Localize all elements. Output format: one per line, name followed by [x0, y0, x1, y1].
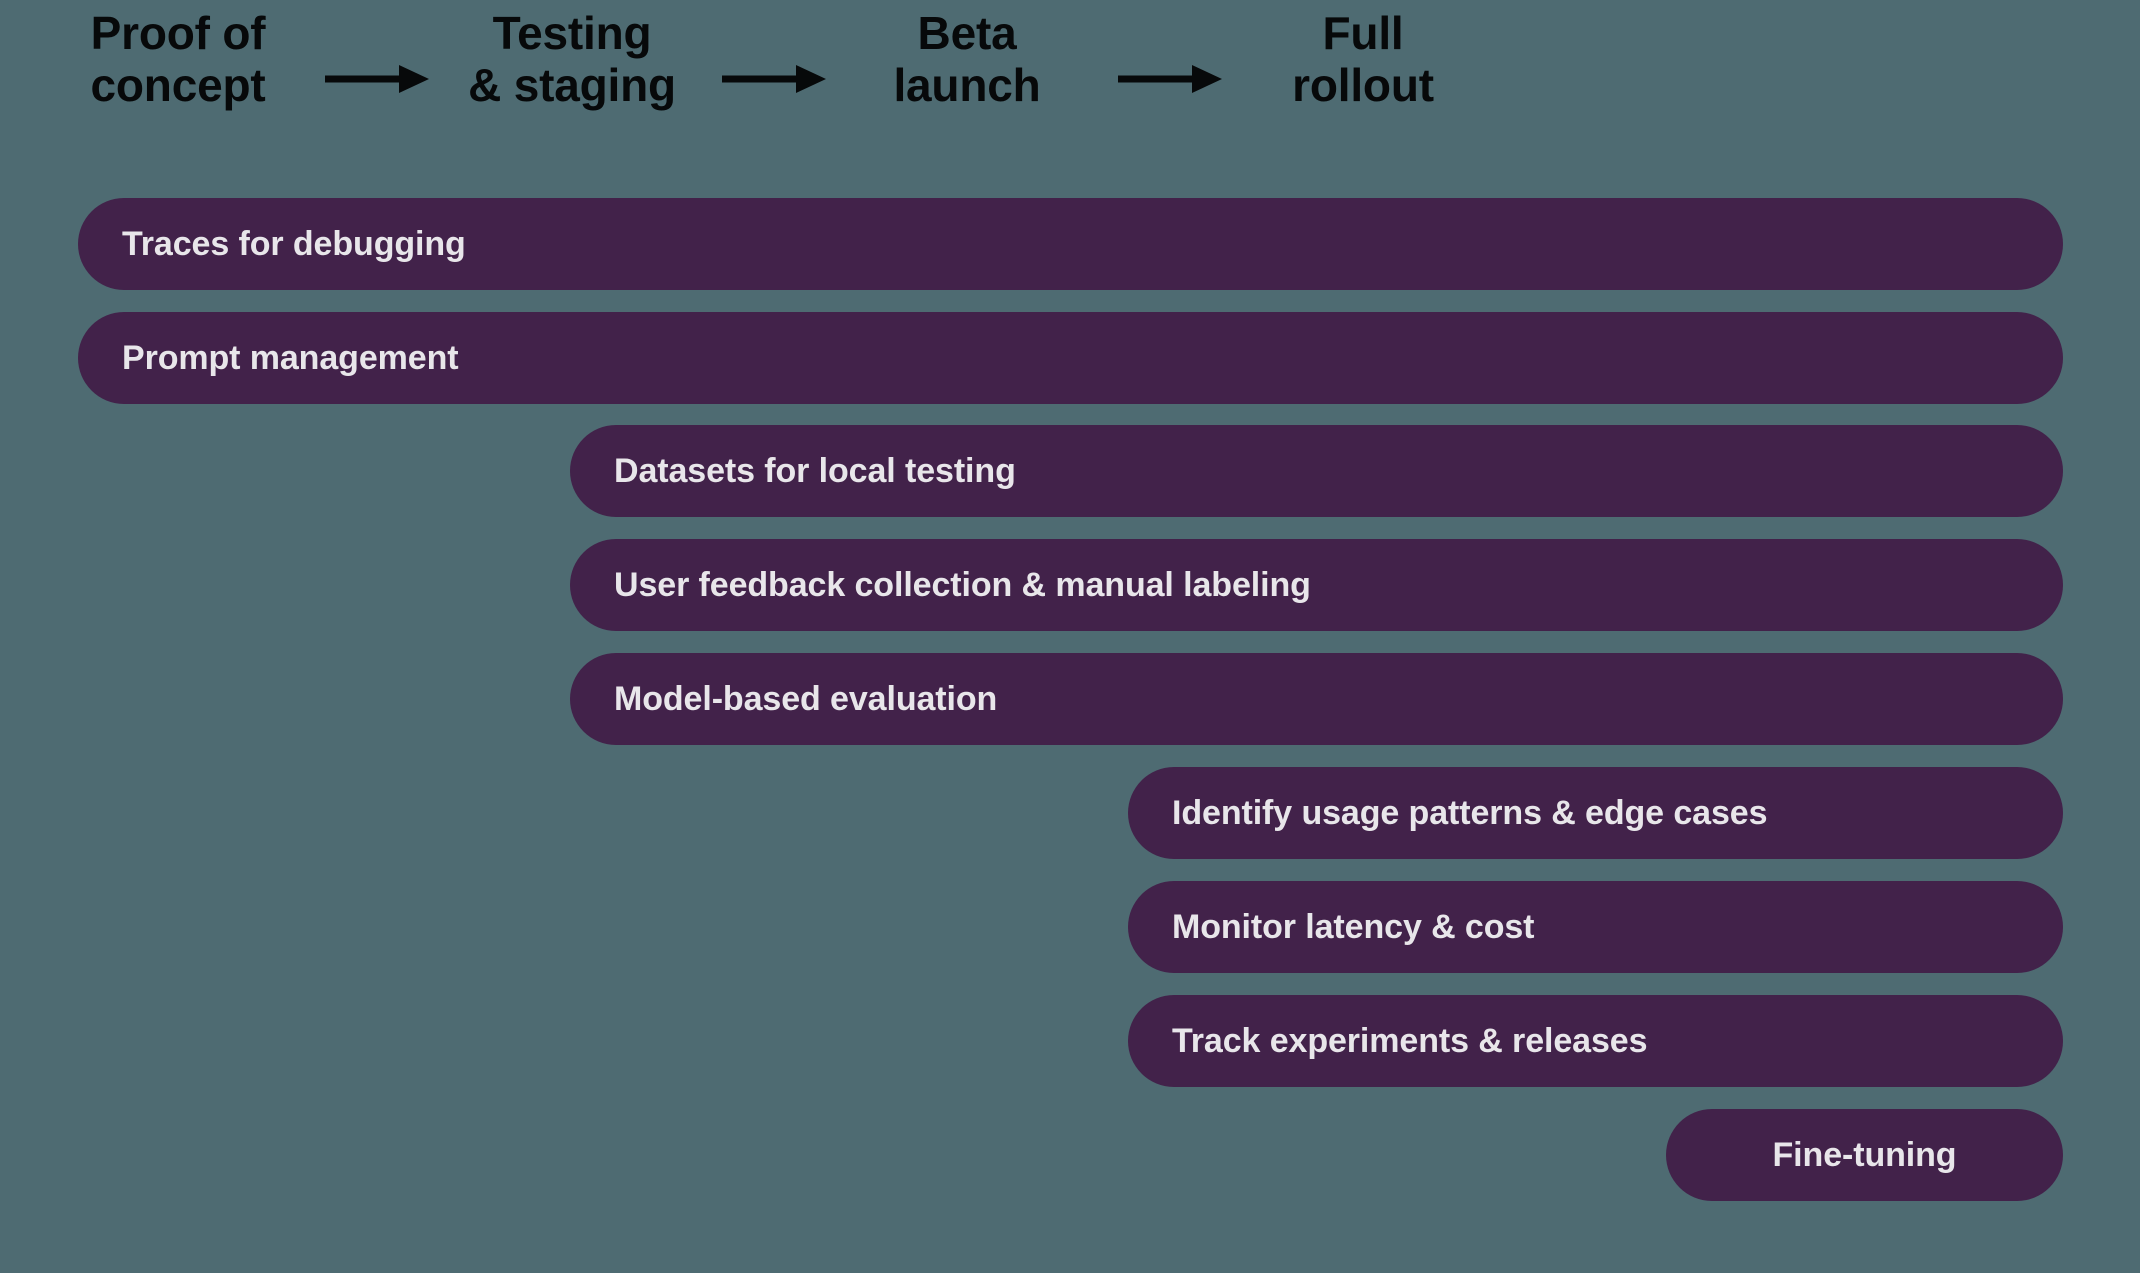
capability-bar[interactable]: Fine-tuning [1666, 1109, 2063, 1201]
capability-bar[interactable]: Track experiments & releases [1128, 995, 2063, 1087]
phase-label-2: Testing & staging [468, 7, 676, 111]
capability-bar-label: Identify usage patterns & edge cases [1172, 793, 1768, 832]
capability-bar[interactable]: Prompt management [78, 312, 2063, 404]
phase-label-3: Beta launch [893, 7, 1041, 111]
capability-bar[interactable]: Traces for debugging [78, 198, 2063, 290]
capability-bar-label: Datasets for local testing [614, 451, 1016, 490]
phase-label-4: Full rollout [1292, 7, 1434, 111]
capability-bar[interactable]: Monitor latency & cost [1128, 881, 2063, 973]
capability-bar[interactable]: Model-based evaluation [570, 653, 2063, 745]
capability-bar-label: Fine-tuning [1772, 1135, 1957, 1174]
arrow-poc-to-testing-icon [325, 62, 429, 96]
capability-bar-label: Track experiments & releases [1172, 1021, 1648, 1060]
capability-bar-label: User feedback collection & manual labeli… [614, 565, 1311, 604]
capability-bar-label: Monitor latency & cost [1172, 907, 1535, 946]
capability-bar[interactable]: User feedback collection & manual labeli… [570, 539, 2063, 631]
phase-header-row: Proof of concept Testing & staging Beta la… [0, 0, 2140, 150]
capability-bar-label: Model-based evaluation [614, 679, 998, 718]
capability-bar-label: Prompt management [122, 338, 459, 377]
capability-bar[interactable]: Datasets for local testing [570, 425, 2063, 517]
phase-label-1: Proof of concept [90, 7, 266, 111]
capability-bar-label: Traces for debugging [122, 224, 466, 263]
capability-bar[interactable]: Identify usage patterns & edge cases [1128, 767, 2063, 859]
arrow-beta-to-rollout-icon [1118, 62, 1222, 96]
arrow-testing-to-beta-icon [722, 62, 826, 96]
